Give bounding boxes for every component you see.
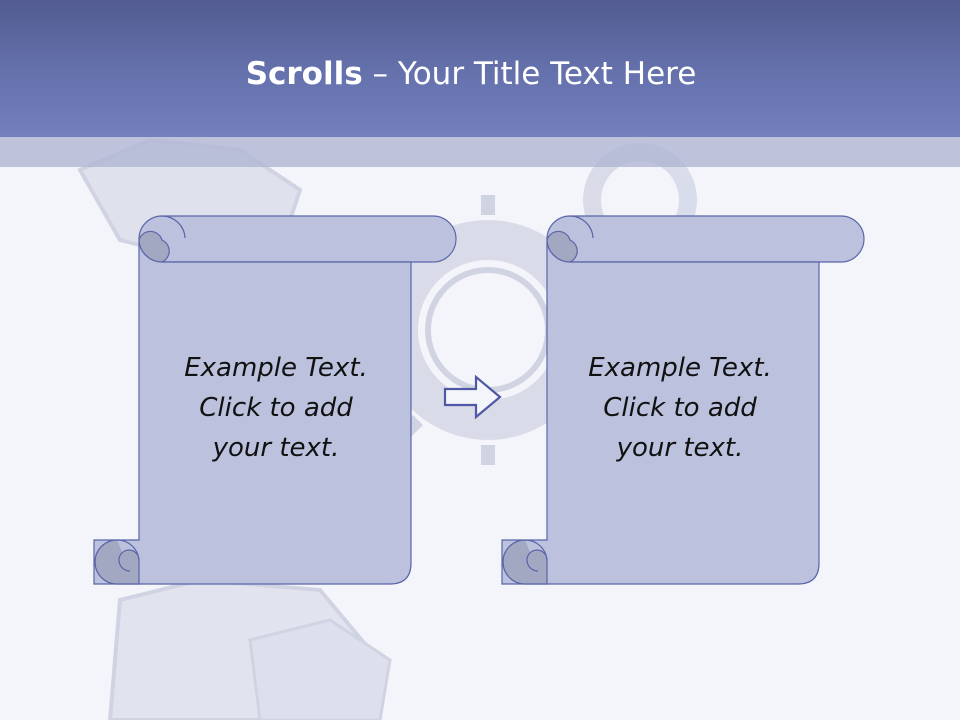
scroll-2-line-1: Example Text. (588, 353, 772, 383)
scroll-1-line-1: Example Text. (184, 353, 368, 383)
title-bar (0, 0, 960, 137)
title-accent-strip (0, 137, 960, 167)
scroll-1-line-3: your text. (212, 433, 340, 463)
scroll-1-line-2: Click to add (199, 393, 353, 423)
slide-title[interactable]: Scrolls – Your Title Text Here (0, 52, 942, 96)
right-arrow-icon[interactable] (440, 372, 506, 422)
scroll-2-line-3: your text. (616, 433, 744, 463)
scroll-1-text[interactable]: Example Text. Click to add your text. (141, 348, 411, 468)
title-bold-text: Scrolls (245, 56, 363, 92)
scroll-2-text[interactable]: Example Text. Click to add your text. (545, 348, 815, 468)
title-regular-text: – Your Title Text Here (362, 56, 697, 92)
scroll-2-line-2: Click to add (603, 393, 757, 423)
